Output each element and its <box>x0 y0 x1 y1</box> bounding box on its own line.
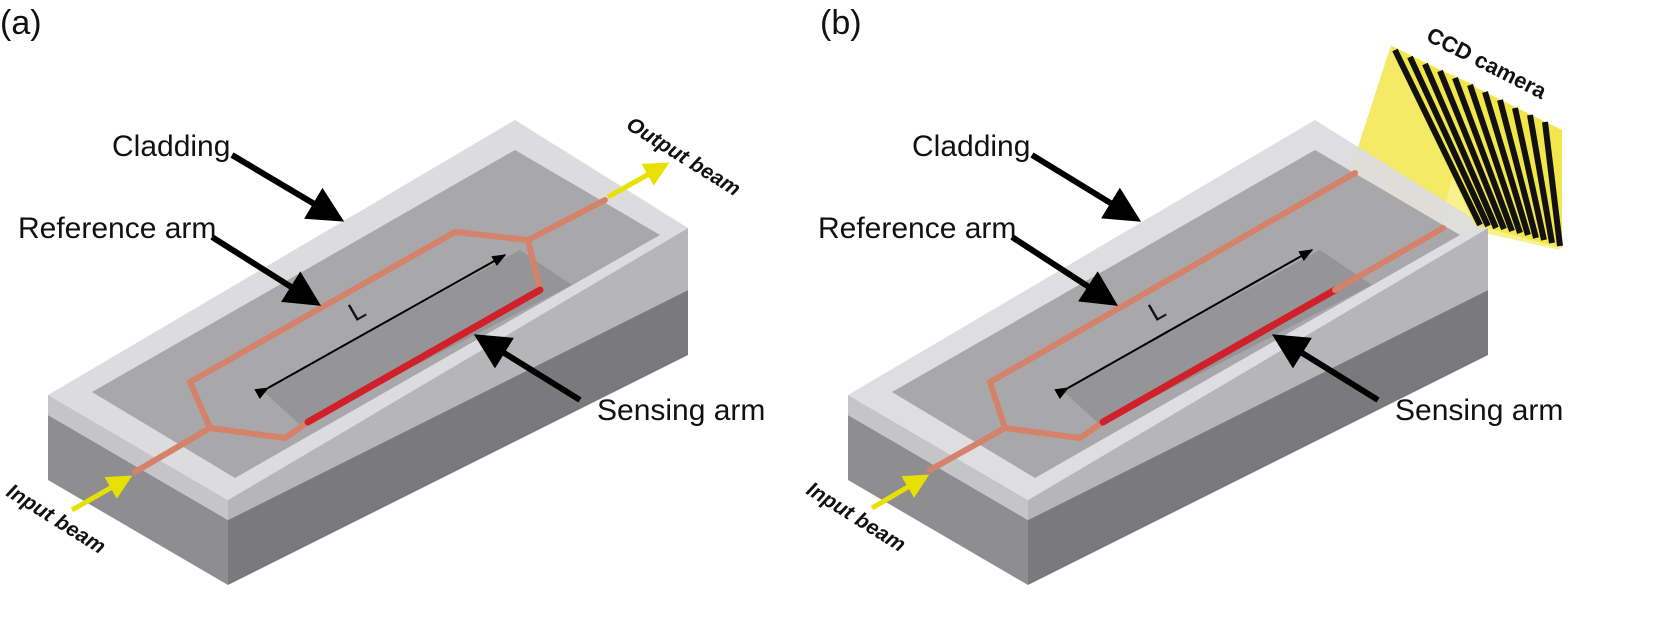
block-right-face <box>228 290 688 585</box>
reference-arm-pointer <box>210 234 322 306</box>
sensing-arm-lead-out <box>525 237 543 293</box>
panel-b-letter: (b) <box>820 4 862 42</box>
chip-block <box>48 120 688 585</box>
output-beam-label: Output beam <box>622 113 744 201</box>
sensing-arm-lead-out <box>1332 225 1446 293</box>
block-right-face <box>1028 290 1488 585</box>
block-front-face <box>48 415 228 585</box>
cladding-label: Cladding <box>912 130 1030 163</box>
cladding-pointer <box>1030 152 1142 222</box>
cladding-front <box>848 395 1028 520</box>
cladding-front <box>48 395 228 520</box>
block-front-face <box>848 415 1028 585</box>
length-arrow <box>254 254 507 400</box>
cladding-pointer <box>230 152 345 222</box>
sensing-arm-pointer <box>473 334 582 403</box>
output-beam-arrow <box>606 162 670 200</box>
input-beam-arrow <box>870 474 930 511</box>
input-beam-arrow <box>70 475 133 513</box>
sensing-arm-pointer <box>1271 334 1380 403</box>
input-waveguide <box>927 425 1008 473</box>
reference-arm-label: Reference arm <box>818 212 1016 245</box>
output-waveguide <box>525 197 608 243</box>
sensing-arm-lead-in <box>207 419 311 441</box>
length-arrow <box>1054 249 1314 400</box>
panel-b: (b) <box>802 4 1563 585</box>
cladding-label: Cladding <box>112 130 230 163</box>
reference-arm-waveguide <box>987 170 1358 431</box>
sensing-arm-label: Sensing arm <box>597 394 765 427</box>
panel-a: (a) L Input beam Output beam <box>0 4 765 585</box>
reference-arm-pointer <box>1010 234 1119 306</box>
input-waveguide <box>132 425 213 475</box>
sensing-arm-label: Sensing arm <box>1395 394 1563 427</box>
chip-block <box>848 120 1488 585</box>
ccd-fringes <box>1392 48 1563 247</box>
reference-arm-label: Reference arm <box>18 212 216 245</box>
sensing-arm-lead-in <box>1002 419 1106 441</box>
panel-a-letter: (a) <box>0 4 42 42</box>
